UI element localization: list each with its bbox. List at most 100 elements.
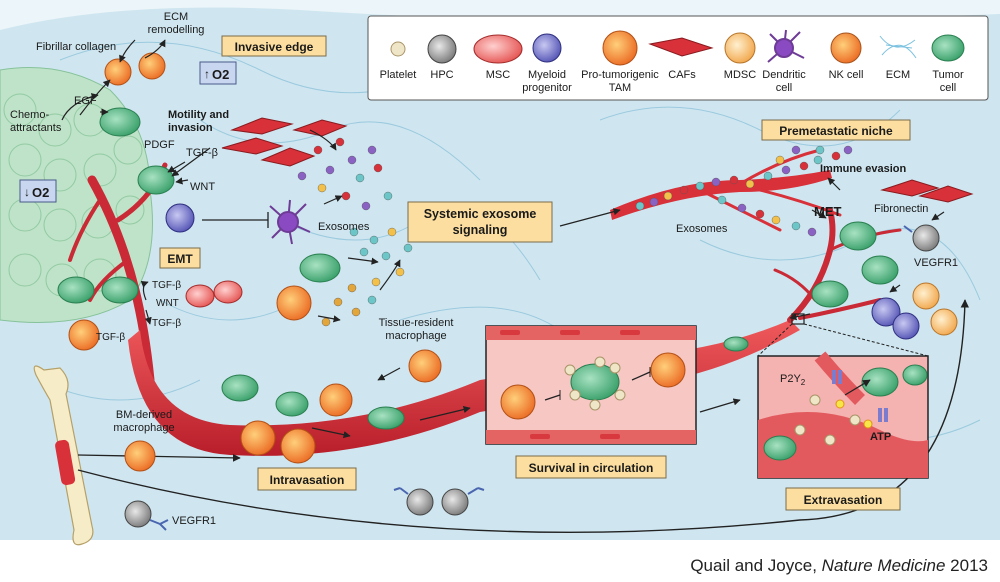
- exosome-dot: [367, 145, 377, 155]
- exosome-dot: [737, 203, 747, 213]
- pdgf-label: PDGF: [144, 139, 175, 151]
- exosome-dot: [711, 177, 721, 187]
- myeloid-progenitor-icon: [532, 33, 562, 63]
- exosome-dot: [347, 155, 357, 165]
- label-box-invasive-edge: Invasive edge: [221, 35, 327, 57]
- vegfr1-left-label: VEGFR1: [172, 515, 216, 527]
- figure-credit: Quail and Joyce, Nature Medicine 2013: [690, 556, 988, 576]
- legend-label-ecm: ECM: [886, 69, 910, 81]
- exosome-dot: [347, 283, 357, 293]
- exosome-dot: [717, 195, 727, 205]
- label-box-emt: EMT: [159, 247, 201, 269]
- tgfb-emt1-label: TGF-β: [152, 280, 181, 291]
- exosome-dot: [335, 137, 345, 147]
- exosome-dot: [369, 235, 379, 245]
- intravasation-label: Intravasation: [270, 473, 345, 487]
- tumor-cell-icon: [931, 34, 965, 62]
- fibrillar-collagen-label: Fibrillar collagen: [36, 41, 116, 53]
- emt-label: EMT: [167, 252, 193, 266]
- credit-year: 2013: [945, 556, 988, 575]
- met-label: MET: [814, 204, 842, 219]
- legend-label-mdsc: MDSC: [724, 69, 756, 81]
- exosome-dot: [807, 227, 817, 237]
- svg-text:↑: ↑: [204, 67, 210, 81]
- immune-evasion-label: Immune evasion: [820, 163, 906, 175]
- survival-inset: [485, 325, 697, 445]
- atp-label: ATP: [870, 431, 891, 443]
- exosome-dot: [313, 145, 323, 155]
- ecm-icon: [879, 35, 917, 59]
- exosomes-mid-label: Exosomes: [318, 221, 370, 233]
- exosome-dot: [729, 175, 739, 185]
- fibronectin-label: Fibronectin: [874, 203, 928, 215]
- exosome-dot: [351, 307, 361, 317]
- exosome-dot: [799, 161, 809, 171]
- exosome-particles: [297, 137, 853, 327]
- exosome-dot: [791, 221, 801, 231]
- o2-up-box: ↑ O2: [199, 61, 237, 85]
- exosome-dot: [791, 145, 801, 155]
- survival-label: Survival in circulation: [529, 461, 654, 475]
- exosome-dot: [383, 191, 393, 201]
- vegfr1-right-label: VEGFR1: [914, 257, 958, 269]
- down-o2-label: O2: [32, 185, 49, 200]
- exosome-dot: [403, 243, 413, 253]
- credit-journal: Nature Medicine: [821, 556, 946, 575]
- exosome-dot: [771, 215, 781, 225]
- exosome-dot: [359, 247, 369, 257]
- exosome-dot: [775, 155, 785, 165]
- legend-label-cafs: CAFs: [668, 69, 696, 81]
- hpc-icon: [427, 34, 457, 64]
- exosome-dot: [349, 227, 359, 237]
- credit-authors: Quail and Joyce,: [690, 556, 822, 575]
- exosome-dot: [815, 145, 825, 155]
- exosomes-right-label: Exosomes: [676, 223, 728, 235]
- msc-icon: [473, 34, 523, 64]
- premetastatic-niche-label: Premetastatic niche: [779, 124, 893, 138]
- exosome-dot: [755, 209, 765, 219]
- exosome-dot: [325, 165, 335, 175]
- exosome-dot: [695, 181, 705, 191]
- label-box-premetastatic: Premetastatic niche: [761, 119, 911, 141]
- tissue-background: [0, 0, 1000, 540]
- extravasation-label: Extravasation: [804, 493, 883, 507]
- invasive-edge-label: Invasive edge: [235, 40, 314, 54]
- legend-label-platelet: Platelet: [380, 69, 417, 81]
- bone-marrow: [33, 365, 94, 546]
- chemoattractants-label: Chemo-attractants: [10, 109, 62, 134]
- extravasation-inset: [757, 351, 929, 479]
- tgfb-emt2-label: TGF-β: [152, 318, 181, 329]
- exosome-dot: [387, 227, 397, 237]
- label-box-intravasation: Intravasation: [257, 467, 357, 491]
- exosome-dot: [355, 173, 365, 183]
- legend-icons: [390, 29, 965, 66]
- exosome-dot: [367, 295, 377, 305]
- legend-label-msc: MSC: [486, 69, 511, 81]
- exosome-dot: [763, 171, 773, 181]
- dendritic-cell-icon: [767, 29, 805, 63]
- legend-label-nk: NK cell: [829, 69, 864, 81]
- tgfb-emt3-label: TGF-β: [96, 332, 125, 343]
- circulation-arrow: [77, 299, 970, 533]
- wnt-emt-label: WNT: [156, 298, 179, 309]
- platelet-icon: [390, 41, 406, 57]
- tgfb-top-label: TGF-β: [186, 147, 218, 159]
- egf-label: EGF: [74, 95, 97, 107]
- wnt-top-label: WNT: [190, 181, 215, 193]
- exosome-dot: [781, 165, 791, 175]
- exosome-dot: [395, 267, 405, 277]
- exosome-dot: [635, 201, 645, 211]
